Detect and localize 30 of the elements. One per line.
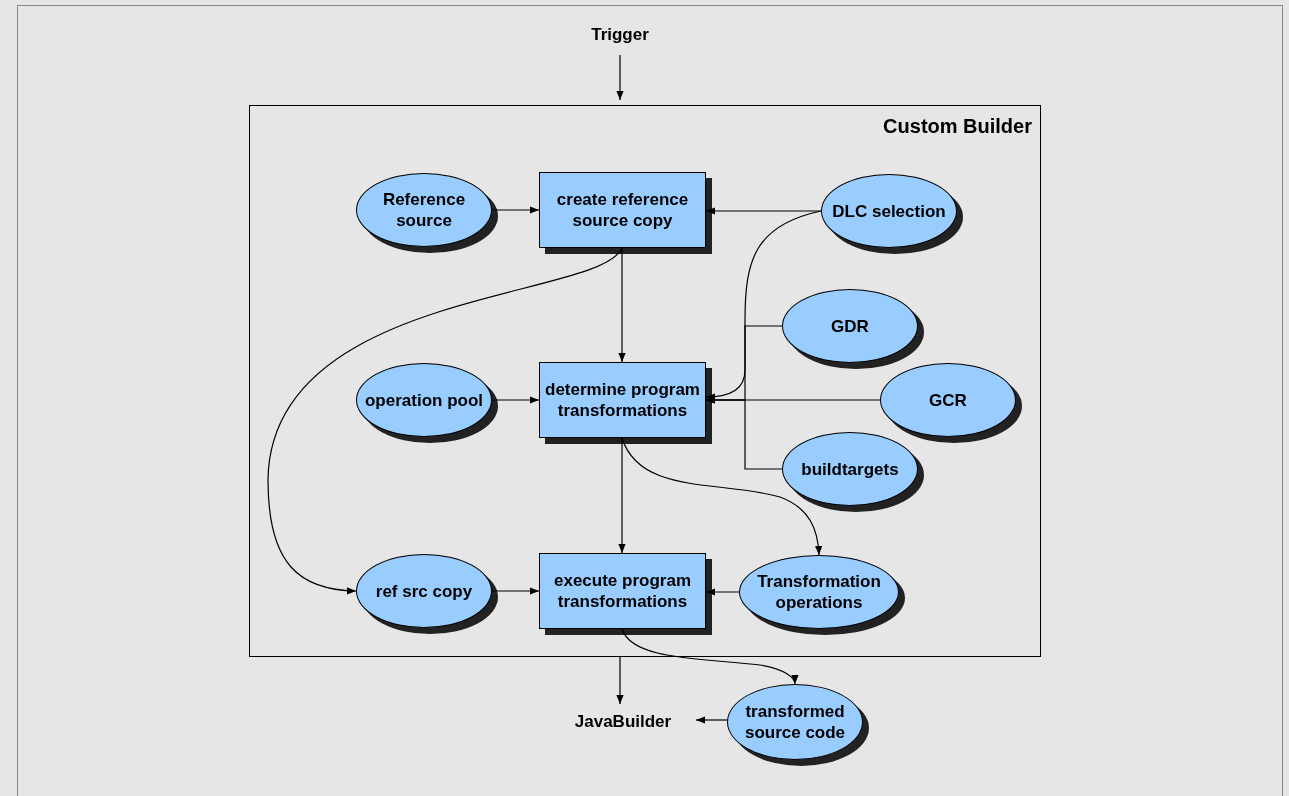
arrow (491, 587, 540, 595)
arrow (705, 588, 740, 596)
node-label: ref src copy (375, 580, 473, 602)
arrow (618, 247, 626, 363)
arrow (621, 437, 822, 556)
node-label: execute program transformations (553, 570, 692, 612)
node-label: determine program transformations (544, 379, 701, 421)
node-label: create reference source copy (555, 189, 690, 231)
node-text: Trigger (570, 22, 670, 46)
arrow (491, 206, 540, 214)
arrow (695, 716, 728, 724)
arrow (267, 247, 623, 595)
arrow (705, 207, 822, 215)
arrow (705, 210, 822, 401)
container-title: Custom Builder (883, 116, 1032, 137)
node-label: Transformation operations (756, 571, 882, 613)
node-label: operation pool (364, 389, 483, 411)
node-label: GCR (929, 389, 967, 411)
node-label: GDR (831, 315, 869, 337)
arrow (491, 396, 540, 404)
arrow (618, 437, 626, 554)
arrow (621, 628, 798, 685)
arrow (616, 54, 624, 101)
node-label: buildtargets (801, 458, 899, 480)
node-label: transformed source code (743, 701, 847, 743)
arrow (616, 656, 624, 705)
node-label: DLC selection (832, 200, 946, 222)
node-label: Reference source (381, 189, 467, 231)
container-box (249, 105, 1041, 657)
node-text: JavaBuilder (553, 708, 693, 734)
